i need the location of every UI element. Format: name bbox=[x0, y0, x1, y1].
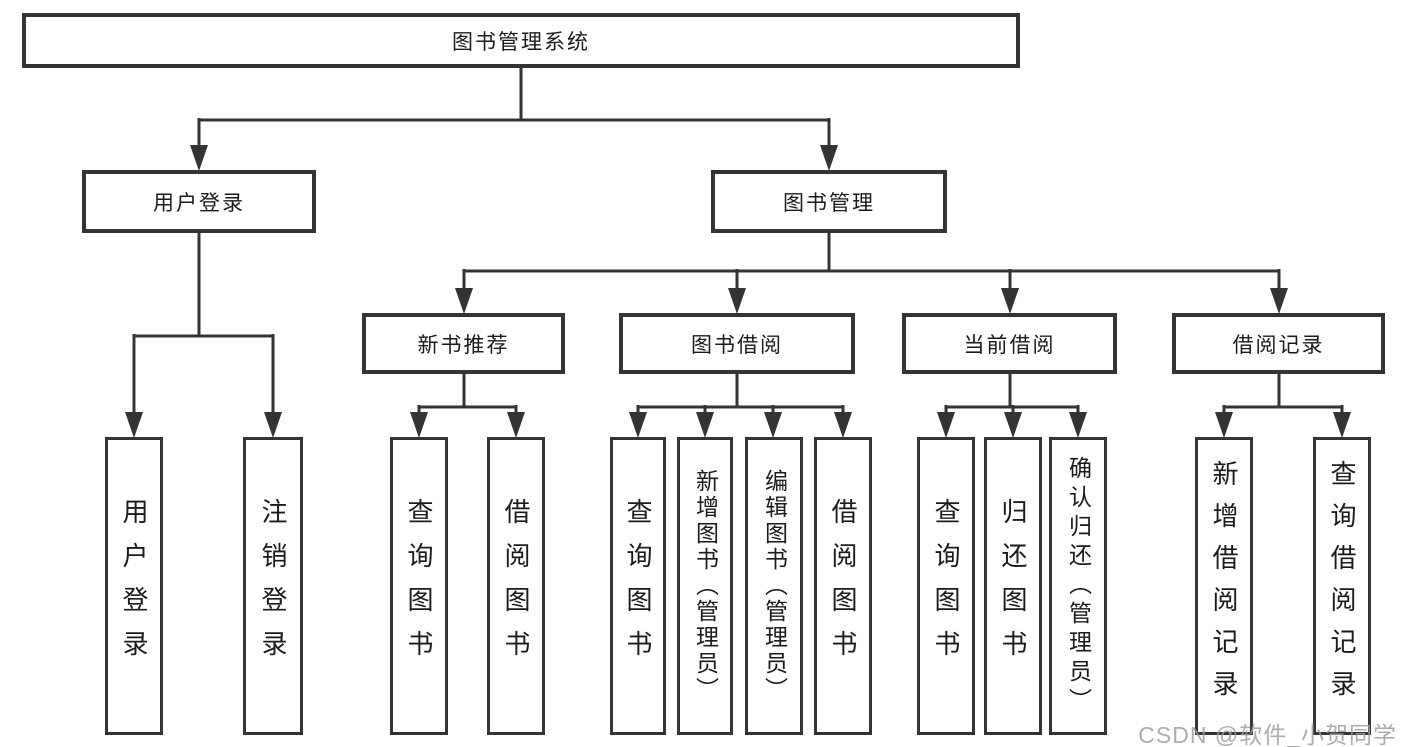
leaf-query-borrow-record: 查询借阅记录 bbox=[1313, 437, 1371, 735]
leaf-query-books-current: 查询图书 bbox=[917, 437, 975, 735]
leaf-add-borrow-record-label: 新增借阅记录 bbox=[1209, 460, 1239, 712]
leaf-add-book-admin-label: 新增图书（管理员） bbox=[692, 469, 719, 703]
node-borrowing-records: 借阅记录 bbox=[1172, 313, 1385, 374]
leaf-user-login-label: 用户登录 bbox=[119, 498, 149, 674]
leaf-edit-book-admin: 编辑图书（管理员） bbox=[745, 437, 803, 735]
leaf-return-books-label: 归还图书 bbox=[998, 498, 1028, 674]
leaf-logout: 注销登录 bbox=[243, 437, 303, 735]
leaf-user-login: 用户登录 bbox=[105, 437, 163, 735]
node-book-management: 图书管理 bbox=[711, 170, 947, 233]
leaf-query-borrow-record-label: 查询借阅记录 bbox=[1327, 460, 1357, 712]
leaf-logout-label: 注销登录 bbox=[258, 498, 288, 674]
leaf-add-borrow-record: 新增借阅记录 bbox=[1195, 437, 1253, 735]
leaf-query-books-current-label: 查询图书 bbox=[931, 498, 961, 674]
leaf-query-books-recommend-label: 查询图书 bbox=[404, 498, 434, 674]
leaf-confirm-return-admin-label: 确认归还（管理员） bbox=[1065, 455, 1092, 717]
leaf-add-book-admin: 新增图书（管理员） bbox=[677, 437, 733, 735]
node-current-borrowing: 当前借阅 bbox=[902, 313, 1117, 374]
leaf-return-books: 归还图书 bbox=[984, 437, 1042, 735]
leaf-query-books-borrowing: 查询图书 bbox=[610, 437, 666, 735]
leaf-borrow-books-borrowing: 借阅图书 bbox=[814, 437, 872, 735]
node-book-borrowing: 图书借阅 bbox=[619, 313, 855, 374]
leaf-borrow-books-borrowing-label: 借阅图书 bbox=[828, 498, 858, 674]
leaf-borrow-books-recommend: 借阅图书 bbox=[487, 437, 545, 735]
leaf-edit-book-admin-label: 编辑图书（管理员） bbox=[761, 469, 788, 703]
node-user-login: 用户登录 bbox=[82, 170, 316, 233]
leaf-borrow-books-recommend-label: 借阅图书 bbox=[501, 498, 531, 674]
node-library-management-system: 图书管理系统 bbox=[22, 13, 1020, 68]
csdn-watermark: CSDN @软件_小贺同学 bbox=[1138, 722, 1397, 747]
leaf-query-books-recommend: 查询图书 bbox=[390, 437, 448, 735]
leaf-confirm-return-admin: 确认归还（管理员） bbox=[1049, 437, 1107, 735]
leaf-query-books-borrowing-label: 查询图书 bbox=[623, 498, 653, 674]
node-new-book-recommendation: 新书推荐 bbox=[362, 313, 565, 374]
